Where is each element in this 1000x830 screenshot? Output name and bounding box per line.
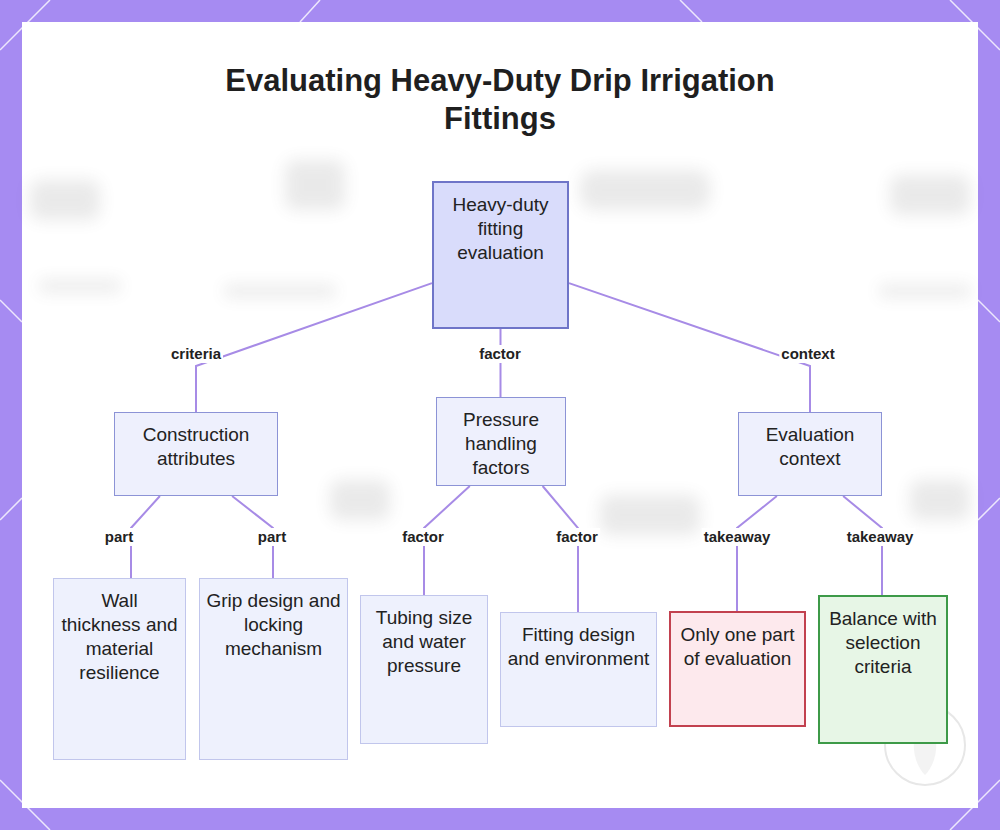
leaf-box: Tubing size and water pressure (360, 595, 488, 744)
node-text: Heavy-duty fitting evaluation (440, 193, 561, 265)
tree-connector (737, 496, 777, 611)
edge-label: part (103, 528, 135, 546)
tree-connector (196, 283, 432, 412)
leaf-box: Wall thickness and material resilience (53, 578, 186, 760)
diagram-title: Evaluating Heavy-Duty Drip Irrigation Fi… (200, 62, 800, 138)
edge-label: takeaway (702, 528, 773, 546)
node-text: Wall thickness and material resilience (60, 589, 179, 685)
node-text: Evaluation context (745, 423, 875, 471)
tree-connector (500, 329, 502, 397)
edge-label: factor (554, 528, 600, 546)
category-box: Evaluation context (738, 412, 882, 496)
leaf-box: Grip design and locking mechanism (199, 578, 348, 760)
takeaway-box: Balance with selection criteria (818, 595, 948, 744)
edge-label: factor (477, 345, 523, 363)
tree-connector (131, 496, 160, 578)
caution-box: Only one part of evaluation (669, 611, 806, 727)
tree-connector (569, 283, 810, 412)
node-text: Grip design and locking mechanism (206, 589, 341, 661)
edge-label: context (779, 345, 836, 363)
node-text: Balance with selection criteria (826, 607, 940, 679)
tree-connector (543, 486, 578, 612)
leaf-box: Fitting design and environment (500, 612, 657, 727)
category-box: Pressure handling factors (436, 397, 566, 486)
category-box: Construction attributes (114, 412, 278, 496)
node-text: Pressure handling factors (443, 408, 559, 480)
edge-label: takeaway (845, 528, 916, 546)
edge-label: factor (400, 528, 446, 546)
node-text: Construction attributes (121, 423, 271, 471)
edge-label: part (256, 528, 288, 546)
node-text: Tubing size and water pressure (367, 606, 481, 678)
edge-label: criteria (169, 345, 223, 363)
root-box: Heavy-duty fitting evaluation (432, 181, 569, 329)
node-text: Only one part of evaluation (677, 623, 798, 671)
node-text: Fitting design and environment (507, 623, 650, 671)
